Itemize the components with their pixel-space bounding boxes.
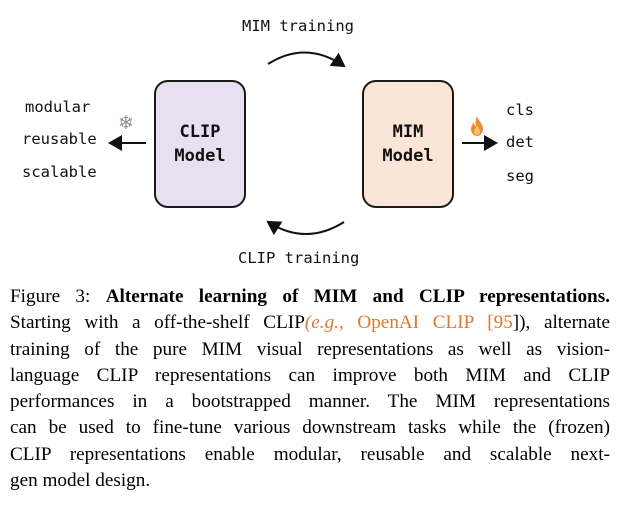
caption-line-6: can be used to fine-tune various downstr… — [10, 417, 610, 439]
caption-openai-clip: , OpenAI CLIP [ — [338, 312, 494, 334]
caption-title: Alternate learning of MIM and CLIP repre… — [105, 286, 610, 307]
diagram-arrows — [108, 51, 498, 236]
output-scalable: scalable — [22, 163, 97, 181]
output-modular: modular — [25, 98, 91, 116]
mim-training-label: MIM training — [242, 17, 354, 35]
caption-line-1: Figure 3: Alternate learning of MIM and … — [10, 284, 610, 310]
caption-text: Starting with a off-the-shelf CLIP — [10, 312, 305, 334]
snowflake-icon: ❄ — [118, 113, 134, 134]
mim-model-box: MIM Model — [362, 80, 454, 208]
clip-training-arrow — [266, 220, 345, 236]
caption-line-7: CLIP representations enable modular, reu… — [10, 443, 610, 465]
caption-text: ]), alternate — [512, 312, 610, 334]
mim-training-arrow — [267, 51, 346, 68]
caption-line-4: language CLIP representations can improv… — [10, 364, 610, 386]
output-seg: seg — [506, 167, 534, 185]
caption-eg: (e.g. — [304, 312, 339, 334]
figure-caption: Figure 3: Alternate learning of MIM and … — [10, 284, 610, 494]
citation-link[interactable]: 95 — [493, 312, 513, 334]
clip-model-box: CLIP Model — [154, 80, 246, 208]
caption-prefix: Figure 3: — [10, 286, 106, 307]
caption-line-2: Starting with a off-the-shelf CLIP(e.g.,… — [10, 310, 610, 336]
mim-model-title: MIM — [392, 122, 424, 142]
caption-line-5: performances in a bootstrapped manner. T… — [10, 391, 610, 413]
clip-model-title: CLIP — [179, 122, 221, 142]
clip-training-label: CLIP training — [238, 249, 360, 267]
mim-model-subtitle: Model — [382, 146, 434, 166]
caption-line-3: training of the pure MIM visual represen… — [10, 338, 610, 360]
fire-icon — [469, 116, 485, 140]
clip-model-subtitle: Model — [174, 146, 226, 166]
output-det: det — [506, 133, 534, 151]
output-reusable: reusable — [22, 130, 97, 148]
caption-line-8: gen model design. — [10, 470, 151, 492]
output-cls: cls — [506, 101, 534, 119]
